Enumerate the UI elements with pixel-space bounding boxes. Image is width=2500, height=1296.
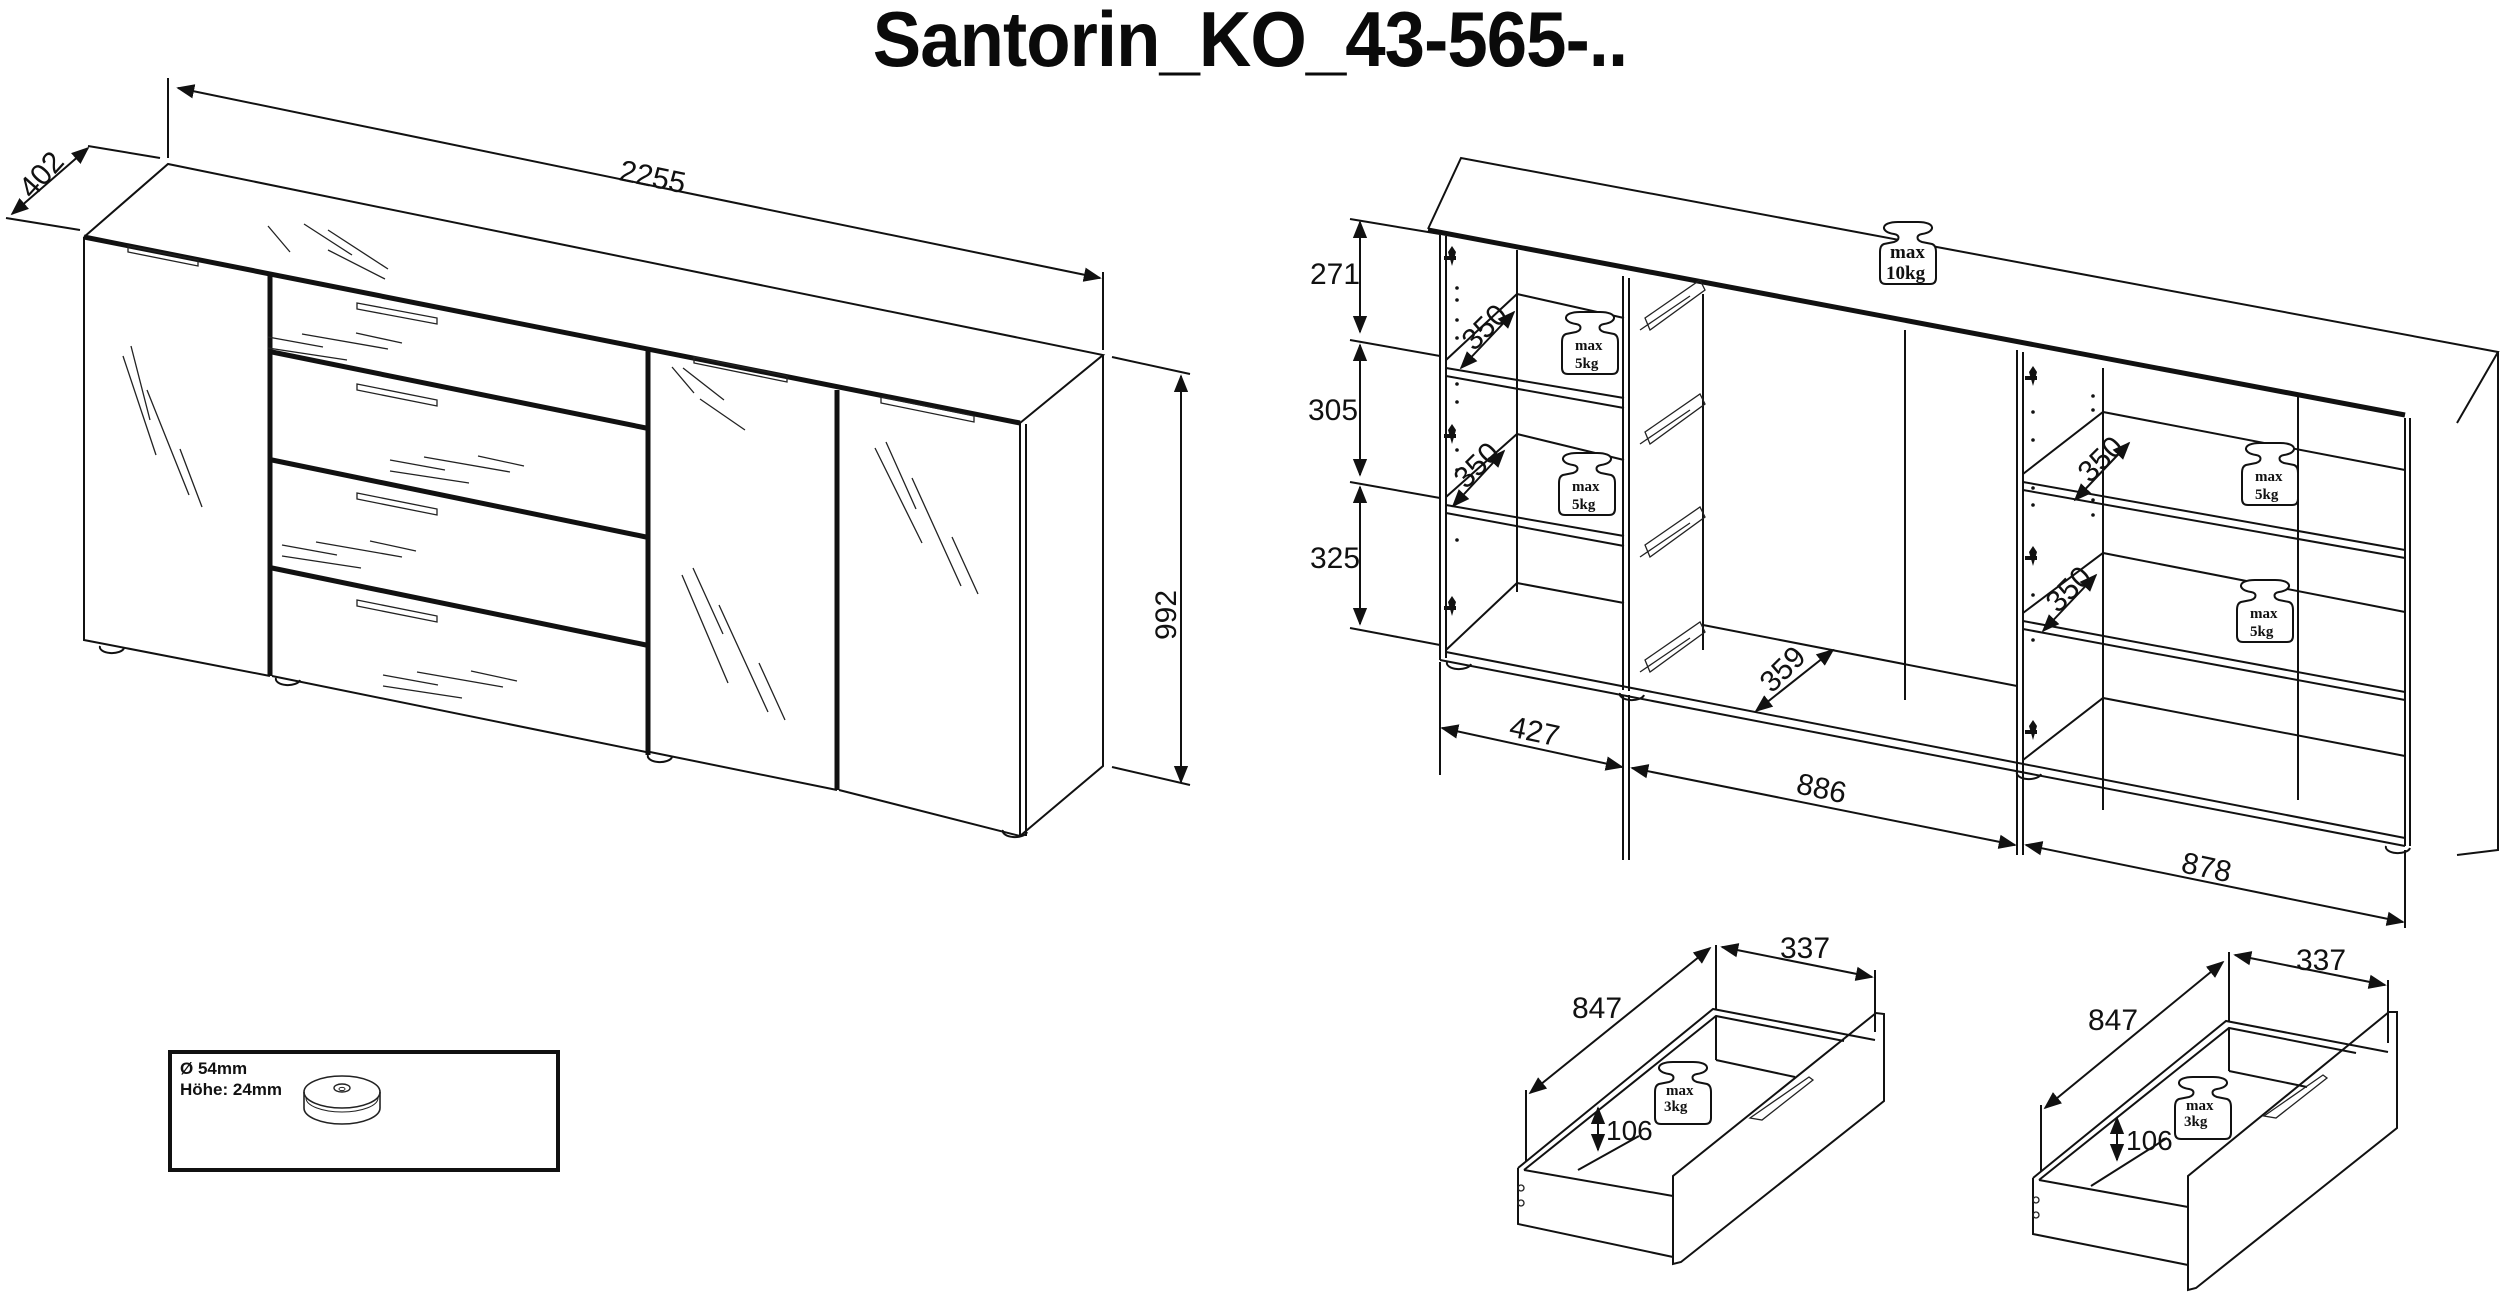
open-view-sideboard [1349,156,2500,928]
shelf-load-2-line2: 5kg [1572,497,1596,513]
top-load-line2: 10kg [1886,263,1926,284]
drawer-2-load-line2: 3kg [2184,1114,2208,1130]
section-width-right: 878 [2179,847,2235,890]
drawer-1-load-line2: 3kg [1664,1099,1688,1115]
drawer-2-width: 337 [2296,944,2346,977]
drawer-1-length: 847 [1572,992,1622,1025]
drawer-2-load-line1: max [2186,1098,2214,1114]
drawer-1-height: 106 [1606,1115,1653,1146]
shelf-load-1-line2: 5kg [1575,356,1599,372]
feet-info-text: Ø 54mm Höhe: 24mm [180,1058,282,1100]
section-width-middle: 886 [1794,768,1850,811]
foot-height: Höhe: 24mm [180,1080,283,1099]
shelf-load-4-line1: max [2250,606,2278,622]
compartment-height-3: 325 [1310,542,1360,575]
shelf-load-4-line2: 5kg [2250,624,2274,640]
drawer-diagram-2 [2032,951,2398,1292]
shelf-depth-3: 350 [2072,430,2131,489]
shelf-depth-4: 350 [2040,560,2099,619]
top-load-line1: max [1890,242,1925,263]
drawer-1-load-line1: max [1666,1083,1694,1099]
drawing-title: Santorin_KO_43-565-.. [872,0,1628,83]
shelf-load-3-line2: 5kg [2255,487,2279,503]
foot-diameter: Ø 54mm [180,1059,248,1078]
foot-icon [303,1075,381,1125]
shelf-load-1-line1: max [1575,338,1603,354]
drawer-section-depth: 359 [1754,640,1813,699]
dimension-width: 2255 [617,155,689,201]
drawer-2-height: 106 [2126,1125,2173,1156]
front-view-sideboard [5,78,1191,839]
section-width-left: 427 [1507,711,1563,754]
shelf-load-3-line1: max [2255,469,2283,485]
drawer-2-length: 847 [2088,1004,2138,1037]
dimension-depth: 402 [13,145,71,204]
drawer-1-width: 337 [1780,932,1830,965]
shelf-load-2-line1: max [1572,479,1600,495]
compartment-height-2: 305 [1308,394,1358,427]
shelf-depth-2: 350 [1448,436,1507,495]
shelf-depth-1: 350 [1456,298,1515,357]
feet-info-box: Ø 54mm Höhe: 24mm [168,1050,560,1172]
dimension-height: 992 [1150,590,1183,640]
compartment-height-1: 271 [1310,258,1360,291]
drawer-diagram-1 [1517,943,1885,1266]
